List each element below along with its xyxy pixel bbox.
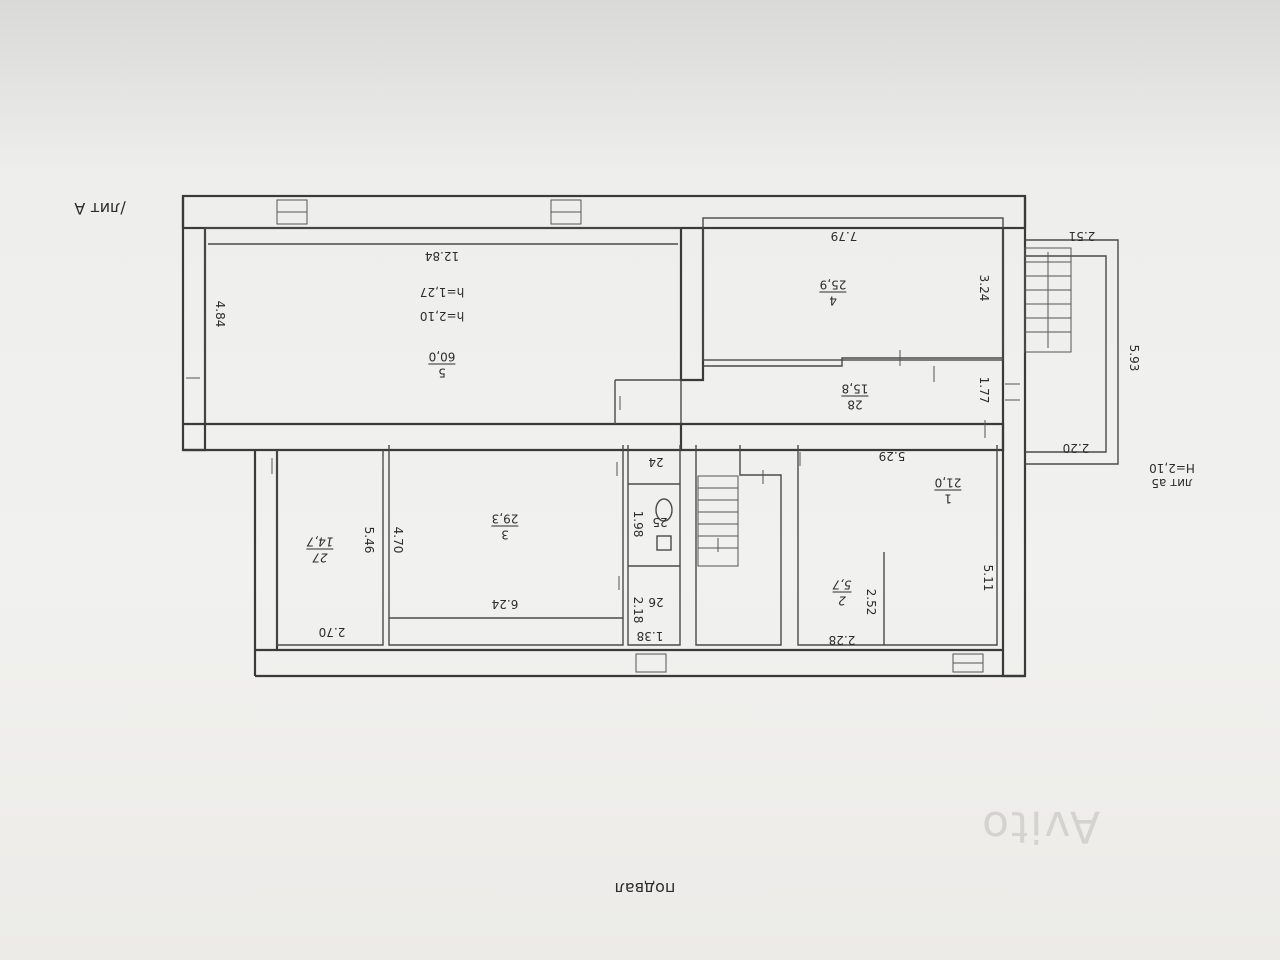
annex-name: лит а5 bbox=[1151, 476, 1193, 490]
room-27-label: 27 14,7 bbox=[306, 534, 334, 565]
dim-3-24: 3.24 bbox=[977, 274, 991, 302]
room-27-number: 27 bbox=[306, 548, 334, 565]
room-5-area: 60,0 bbox=[428, 349, 456, 364]
toilet-fixture bbox=[655, 498, 673, 522]
dim-2-70: 2.70 bbox=[318, 625, 346, 639]
room-27-outline bbox=[276, 450, 384, 646]
dim-2-20: 2.20 bbox=[1062, 441, 1090, 455]
room-28-number: 28 bbox=[841, 395, 869, 412]
height-h: h=2,10 bbox=[419, 309, 465, 323]
dim-1-98: 1.98 bbox=[631, 510, 645, 538]
room-5-niche bbox=[614, 379, 681, 424]
dim-6-24: 6.24 bbox=[491, 597, 519, 611]
room-1-label: 1 21,0 bbox=[934, 475, 962, 506]
lower-left-wall bbox=[253, 450, 279, 676]
dim-5-93: 5.93 bbox=[1127, 344, 1141, 372]
room-3-number: 3 bbox=[491, 525, 519, 542]
dim-4-70: 4.70 bbox=[391, 526, 405, 554]
room-28-area: 15,8 bbox=[841, 381, 869, 396]
dim-5-46: 5.46 bbox=[362, 526, 376, 554]
dim-2-18: 2.18 bbox=[631, 596, 645, 624]
dim-2-52: 2.52 bbox=[864, 588, 878, 616]
annex-height: H=2,10 bbox=[1149, 461, 1195, 475]
room-4-label: 4 25,9 bbox=[819, 277, 847, 308]
door-ticks bbox=[186, 350, 1020, 590]
room-27-area: 14,7 bbox=[306, 534, 334, 549]
dim-7-79: 7.79 bbox=[830, 229, 858, 243]
room-24-number: 24 bbox=[648, 455, 664, 469]
room-24-26-outline bbox=[627, 445, 681, 646]
dim-5-11: 5.11 bbox=[981, 564, 995, 592]
watermark: Avito bbox=[980, 801, 1100, 852]
room-2-number: 2 bbox=[832, 591, 852, 608]
dim-1-38: 1.38 bbox=[636, 629, 664, 643]
inner-staircase bbox=[697, 475, 739, 567]
room-5-number: 5 bbox=[428, 363, 456, 380]
right-outer-wall bbox=[1001, 196, 1027, 678]
room-3-label: 3 29,3 bbox=[491, 511, 519, 542]
stair-room-outline bbox=[695, 445, 782, 646]
height-h1: h=1,27 bbox=[419, 285, 465, 299]
dim-5-29: 5.29 bbox=[878, 449, 906, 463]
room-5-label: 5 60,0 bbox=[428, 349, 456, 380]
middle-wall-left bbox=[183, 422, 683, 452]
room-25-number: 25 bbox=[652, 515, 668, 529]
room-4-outline bbox=[702, 217, 1004, 361]
annex-outline bbox=[1025, 239, 1119, 465]
room-3-area: 29,3 bbox=[491, 511, 519, 526]
room-2-label: 2 5,7 bbox=[832, 577, 852, 608]
dim-4-84: 4.84 bbox=[213, 300, 227, 328]
bottom-outer-wall bbox=[255, 648, 1025, 678]
window-bottom-2 bbox=[635, 653, 667, 673]
annex-label: лит а5 H=2,10 bbox=[1149, 460, 1195, 490]
room-1-number: 1 bbox=[934, 489, 962, 506]
floor-label: подвал bbox=[614, 879, 676, 898]
room-2-area: 5,7 bbox=[832, 577, 852, 592]
room-4-number: 4 bbox=[819, 291, 847, 308]
top-outer-wall bbox=[181, 194, 1027, 230]
dim-2-28: 2.28 bbox=[828, 633, 856, 647]
partition-4-28 bbox=[703, 357, 1003, 367]
dim-2-51: 2.51 bbox=[1068, 229, 1096, 243]
room-26-number: 26 bbox=[648, 595, 664, 609]
sink-fixture bbox=[656, 535, 672, 551]
partition-5-4 bbox=[679, 228, 705, 382]
room-1-area: 21,0 bbox=[934, 475, 962, 490]
room-4-area: 25,9 bbox=[819, 277, 847, 292]
room-28-label: 28 15,8 bbox=[841, 381, 869, 412]
room-3-outline bbox=[388, 445, 624, 646]
annex-inner-outline bbox=[1025, 255, 1107, 453]
middle-wall-right bbox=[681, 422, 1005, 452]
left-outer-wall bbox=[181, 196, 207, 452]
room-1-outline bbox=[797, 445, 998, 646]
dim-1-77: 1.77 bbox=[977, 376, 991, 404]
dim-12-84: 12.84 bbox=[424, 249, 460, 263]
sheet-label: /лит А bbox=[74, 199, 126, 218]
outer-staircase bbox=[1024, 247, 1072, 353]
